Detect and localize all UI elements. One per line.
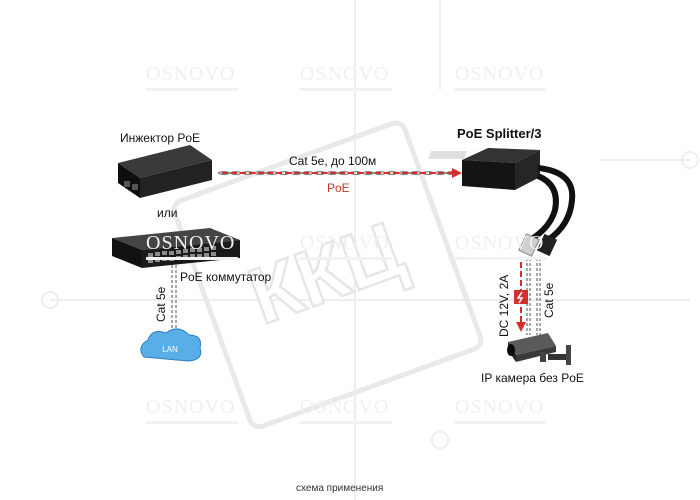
- watermark-brand-2: OSNOVO: [300, 63, 390, 85]
- watermark-sub-7: [146, 421, 238, 424]
- watermark-brand-8: OSNOVO: [300, 396, 390, 418]
- poe-injector-icon: [118, 145, 212, 198]
- watermark-brand-5: OSNOVO: [300, 232, 390, 254]
- main-cable: [217, 170, 459, 176]
- watermark-sub-2: [300, 88, 392, 91]
- lan-cable-label: Cat 5e: [154, 286, 168, 322]
- cable-poe-label: PoE: [327, 181, 350, 195]
- watermark-brand-7: OSNOVO: [146, 396, 236, 418]
- lan-cloud-icon: LAN: [140, 328, 202, 362]
- lan-cloud-label: LAN: [162, 345, 178, 354]
- watermark-brand-3: OSNOVO: [455, 63, 545, 85]
- watermark-sub-4: [146, 257, 238, 260]
- lan-cable: [171, 265, 177, 332]
- poe-switch-icon: [112, 228, 240, 268]
- watermark-sub-6: [455, 257, 547, 260]
- lightning-icon: [516, 291, 524, 304]
- watermark-brand-1: OSNOVO: [146, 63, 236, 85]
- watermark-sub-8: [300, 421, 392, 424]
- camera-label: IP камера без PoE: [481, 371, 584, 385]
- or-label: или: [157, 206, 178, 220]
- camera-cables: [526, 258, 541, 335]
- watermark-brand-4: OSNOVO: [146, 232, 236, 254]
- watermark-sub-5: [300, 257, 392, 260]
- splitter-label: PoE Splitter/3: [457, 126, 542, 141]
- switch-label: PoE коммутатор: [180, 270, 272, 284]
- watermark-brand-9: OSNOVO: [455, 396, 545, 418]
- poe-splitter-icon: OSNOVO: [428, 148, 576, 257]
- camera-cable-label: Cat 5e: [542, 282, 556, 318]
- poe-direction-arrow: [222, 168, 462, 178]
- dc-label: DC 12V, 2A: [497, 274, 511, 337]
- dc-power-arrow: [514, 262, 528, 332]
- splitter-device-text: OSNOVO: [493, 153, 518, 159]
- watermark-sub-9: [455, 421, 547, 424]
- watermark-sub-1: [146, 88, 238, 91]
- injector-label: Инжектор PoE: [120, 131, 201, 145]
- watermark-sub-3: [455, 88, 547, 91]
- watermark-brand-6: OSNOVO: [455, 232, 545, 254]
- ip-camera-icon: [507, 333, 571, 365]
- caption: схема применения: [296, 483, 384, 494]
- background-lines: [41, 0, 699, 500]
- cable-top-label: Cat 5e, до 100м: [289, 154, 377, 168]
